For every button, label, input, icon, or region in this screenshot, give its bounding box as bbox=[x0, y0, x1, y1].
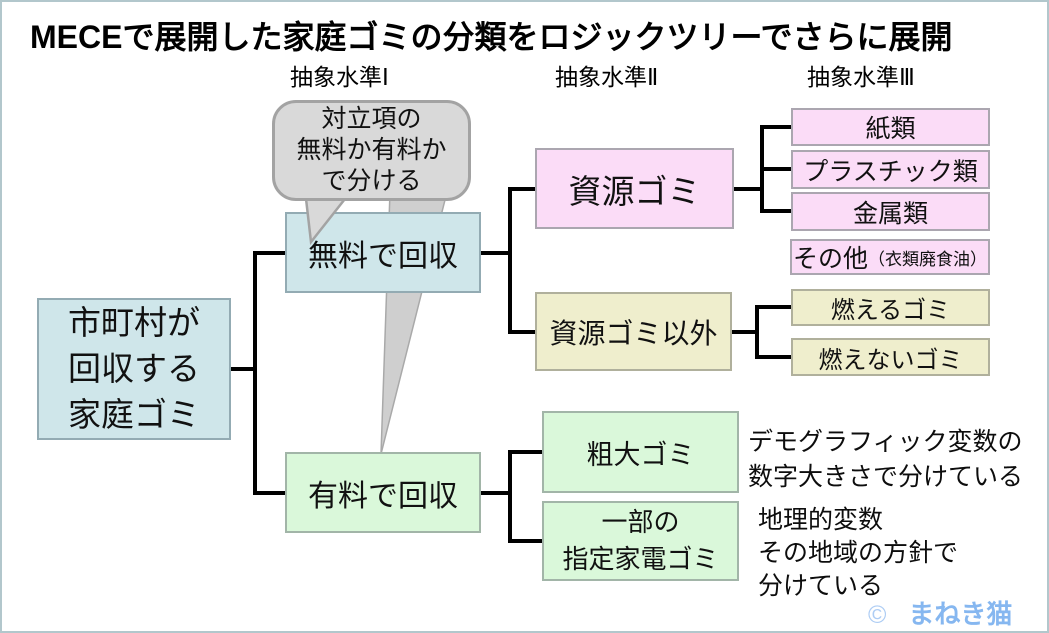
level3-box-paper-label: 紙類 bbox=[865, 115, 916, 143]
level3-box-non-burnable-label: 燃えないゴミ bbox=[818, 346, 963, 374]
level1-box-free-label: 無料で回収 bbox=[308, 239, 458, 273]
connector-root-feed bbox=[231, 367, 257, 371]
connector-stub-free bbox=[253, 251, 285, 255]
column-header-abstraction-level-2: 抽象水準Ⅱ bbox=[555, 64, 659, 90]
connector-stub-appliance bbox=[508, 539, 542, 543]
level2-box-recyclable-label: 資源ゴミ bbox=[568, 172, 701, 210]
root-box-municipal-household-garbage: 市町村が 回収する 家庭ゴミ bbox=[37, 298, 231, 440]
callout-bubble: 対立項の 無料か有料か で分ける bbox=[272, 100, 471, 201]
annotation-demographic-line1: デモグラフィック変数の bbox=[748, 428, 1023, 456]
annotation-geographic: 地理的変数 その地域の方針で 分けている bbox=[758, 504, 958, 603]
credit-name: まねき猫 bbox=[908, 599, 1013, 629]
annotation-geographic-line3: 分けている bbox=[758, 572, 884, 600]
connector-free-feed bbox=[481, 251, 512, 255]
level2-box-designated-appliance-garbage: 一部の 指定家電ゴミ bbox=[542, 501, 739, 581]
connector-stub-paper bbox=[760, 125, 791, 129]
connector-stub-recyclable bbox=[508, 187, 535, 191]
connector-stub-non-recyclable bbox=[508, 330, 535, 334]
level2-box-appliance-line2: 指定家電ゴミ bbox=[562, 544, 719, 574]
connector-non-recyclable-vertical bbox=[755, 305, 759, 359]
connector-bottom-vertical bbox=[508, 450, 512, 543]
page-title: MECEで展開した家庭ゴミの分類をロジックツリーでさらに展開 bbox=[30, 19, 953, 55]
connector-stub-metal bbox=[760, 209, 791, 213]
callout-line1: 対立項の bbox=[321, 105, 422, 133]
column-header-abstraction-level-1: 抽象水準Ⅰ bbox=[290, 64, 389, 90]
level1-box-paid-collection: 有料で回収 bbox=[285, 452, 481, 533]
connector-stub-paid bbox=[253, 491, 285, 495]
level3-box-paper: 紙類 bbox=[791, 108, 990, 146]
level3-box-other: その他（衣類廃食油） bbox=[790, 239, 990, 275]
level3-box-metal: 金属類 bbox=[791, 192, 990, 231]
level2-box-non-recyclable-garbage: 資源ゴミ以外 bbox=[535, 292, 732, 371]
level1-box-free-collection: 無料で回収 bbox=[285, 212, 481, 293]
connector-non-recyclable-feed bbox=[732, 330, 759, 334]
root-box-line1: 市町村が bbox=[68, 304, 200, 341]
level2-box-recyclable-garbage: 資源ゴミ bbox=[535, 148, 734, 229]
copyright-icon: © bbox=[868, 601, 887, 629]
credit: © まねき猫 bbox=[868, 594, 1012, 631]
level3-box-non-burnable: 燃えないゴミ bbox=[791, 338, 990, 376]
connector-mid-vertical bbox=[508, 187, 512, 334]
level3-box-plastic: プラスチック類 bbox=[791, 150, 990, 189]
connector-left-vertical bbox=[253, 251, 257, 495]
annotation-demographic-line2: 数字大きさで分けている bbox=[748, 463, 1024, 491]
callout-line3: で分ける bbox=[321, 167, 422, 195]
annotation-geographic-line2: その地域の方針で bbox=[758, 539, 959, 567]
annotation-geographic-line1: 地理的変数 bbox=[758, 506, 884, 534]
connector-stub-non-burnable bbox=[755, 355, 791, 359]
connector-paid-feed bbox=[481, 491, 512, 495]
annotation-demographic: デモグラフィック変数の 数字大きさで分けている bbox=[748, 425, 1023, 495]
level3-box-burnable-label: 燃えるゴミ bbox=[830, 297, 951, 324]
level3-box-other-main: その他 bbox=[792, 245, 868, 273]
level2-box-appliance-line1: 一部の bbox=[601, 507, 680, 537]
level2-box-bulky-garbage: 粗大ゴミ bbox=[542, 411, 739, 493]
level3-box-plastic-label: プラスチック類 bbox=[803, 157, 978, 186]
connector-stub-bulky bbox=[508, 450, 542, 454]
level3-box-other-note: （衣類廃食油） bbox=[868, 249, 987, 269]
connector-stub-burnable bbox=[755, 305, 791, 309]
root-box-line3: 家庭ゴミ bbox=[68, 396, 200, 433]
callout-line2: 無料か有料か bbox=[296, 136, 447, 164]
level1-box-paid-label: 有料で回収 bbox=[308, 479, 458, 513]
column-header-abstraction-level-3: 抽象水準Ⅲ bbox=[807, 64, 915, 90]
level3-box-burnable: 燃えるゴミ bbox=[791, 289, 990, 326]
level3-box-metal-label: 金属類 bbox=[852, 199, 928, 228]
level2-box-non-recyclable-label: 資源ゴミ以外 bbox=[549, 317, 718, 349]
connector-recyclable-feed bbox=[734, 187, 764, 191]
root-box-line2: 回収する bbox=[68, 350, 200, 387]
level2-box-bulky-label: 粗大ゴミ bbox=[586, 439, 695, 470]
connector-stub-plastic bbox=[760, 167, 791, 171]
